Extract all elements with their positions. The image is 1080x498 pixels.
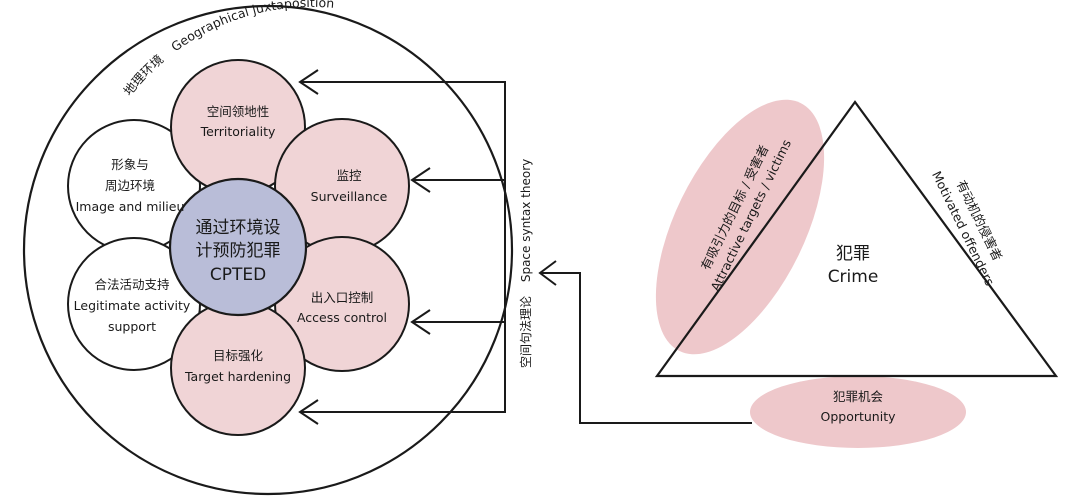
opportunity-en: Opportunity	[820, 409, 896, 424]
target-hardening-en: Target hardening	[184, 369, 291, 384]
arrowhead-access	[410, 309, 431, 335]
activity-support-en2: support	[108, 319, 156, 334]
image-milieu-zh1: 形象与	[111, 157, 149, 172]
access-control-zh: 出入口控制	[311, 290, 374, 305]
center-zh2: 计预防犯罪	[196, 241, 281, 261]
image-milieu-zh2: 周边环境	[105, 178, 155, 193]
targets-ellipse	[655, 99, 825, 355]
return-line	[540, 272, 752, 424]
activity-support-zh: 合法活动支持	[94, 277, 169, 292]
space-syntax-label: 空间句法理论 Space syntax theory	[519, 159, 533, 368]
arrowhead-bottom	[298, 399, 319, 425]
surveillance-zh: 监控	[336, 168, 362, 183]
opportunity-zh: 犯罪机会	[833, 389, 884, 404]
target-hardening-zh: 目标强化	[213, 348, 264, 363]
center-en: CPTED	[210, 265, 266, 285]
image-milieu-en: Image and milieu	[76, 199, 185, 214]
crime-triangle	[654, 100, 1059, 378]
space-syntax-arrows	[298, 69, 506, 425]
arrowhead-surveillance	[410, 167, 431, 193]
opportunity-ellipse	[750, 376, 966, 448]
access-control-en: Access control	[297, 310, 387, 325]
territoriality-zh: 空间领地性	[207, 104, 270, 119]
territoriality-en: Territoriality	[200, 124, 276, 139]
surveillance-en: Surveillance	[311, 189, 388, 204]
petal-target-hardening	[170, 300, 306, 436]
center-cpted-circle	[168, 177, 308, 317]
center-zh1: 通过环境设	[196, 218, 281, 238]
crime-to-theory-arrow	[538, 260, 752, 424]
crime-zh: 犯罪	[836, 244, 870, 264]
arrowhead-top	[298, 69, 319, 95]
crime-en: Crime	[828, 267, 879, 287]
activity-support-en1: Legitimate activity	[74, 298, 191, 313]
feedback-line	[300, 81, 506, 413]
outer-circle	[22, 4, 514, 496]
offenders-label: 有动机的侵害者 Motivated offenders	[929, 169, 1005, 288]
return-arrowhead	[538, 260, 557, 286]
